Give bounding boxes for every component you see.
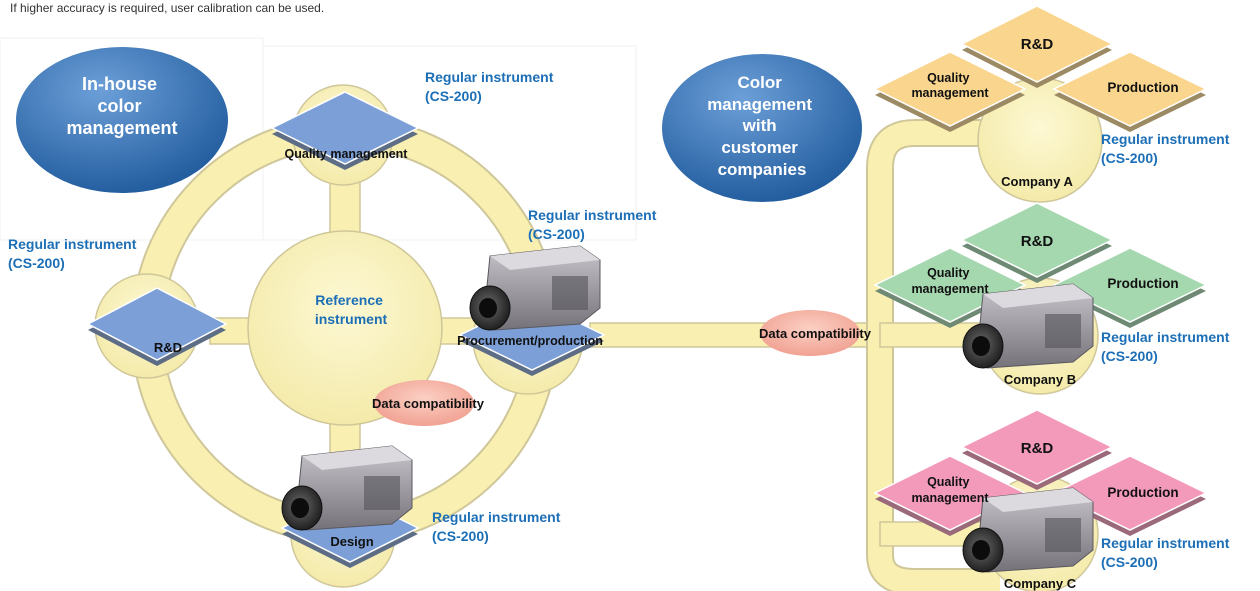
- calibration-note: If higher accuracy is required, user cal…: [10, 1, 325, 15]
- company-c-production-label: Production: [1107, 485, 1178, 500]
- tile-label-quality: Quality management: [285, 147, 409, 161]
- company-b-name: Company B: [1004, 372, 1076, 387]
- reference-label-line: instrument: [315, 311, 388, 327]
- company-b-tiles: [873, 202, 1208, 328]
- company-b-production-label: Production: [1107, 276, 1178, 291]
- camera-icon: [962, 487, 1094, 573]
- instrument-label-line: Regular instrument: [8, 236, 137, 252]
- customers-title-line: customer: [721, 138, 798, 157]
- reference-label-line: Reference: [315, 292, 383, 308]
- instrument-label-procurement: Regular instrument (CS-200): [528, 207, 660, 242]
- customers-title-bubble: [662, 54, 862, 202]
- company-b-instrument: Regular instrument (CS-200): [1101, 329, 1233, 364]
- instrument-label-line: (CS-200): [528, 226, 585, 242]
- company-b-quality-label: Quality management: [911, 266, 989, 296]
- company-a-quality-line: management: [911, 86, 989, 100]
- company-b-rnd-label: R&D: [1021, 233, 1054, 250]
- instrument-label-line: Regular instrument: [1101, 131, 1230, 147]
- instrument-label-line: Regular instrument: [1101, 329, 1230, 345]
- company-a-quality-line: Quality: [927, 71, 969, 85]
- company-a-rnd-label: R&D: [1021, 36, 1054, 53]
- instrument-label-line: Regular instrument: [432, 509, 561, 525]
- tile-quality-management: Quality management: [270, 91, 420, 170]
- data-compat-label-customers: Data compatibility: [759, 326, 872, 341]
- tile-rnd: R&D: [86, 287, 228, 366]
- instrument-label-quality: Regular instrument (CS-200): [425, 69, 557, 104]
- camera-icon: [281, 445, 413, 531]
- instrument-label-line: (CS-200): [8, 255, 65, 271]
- instrument-label-line: (CS-200): [432, 528, 489, 544]
- company-a-quality-label: Quality management: [911, 71, 989, 100]
- company-c-name: Company C: [1004, 576, 1077, 591]
- company-a-tiles: [873, 5, 1208, 132]
- company-c-instrument: Regular instrument (CS-200): [1101, 535, 1233, 570]
- customers-title-line: management: [707, 95, 812, 114]
- instrument-label-line: (CS-200): [1101, 554, 1158, 570]
- company-c-quality-label: Quality management: [911, 475, 989, 505]
- inhouse-title-line: management: [66, 118, 177, 138]
- tile-label-procurement: Procurement/production: [457, 334, 603, 348]
- customer-bus-inner: [868, 121, 1000, 591]
- camera-icon: [962, 283, 1094, 369]
- instrument-label-line: Regular instrument: [528, 207, 657, 223]
- instrument-label-design: Regular instrument (CS-200): [432, 509, 564, 544]
- company-c-tiles: [873, 409, 1208, 536]
- company-a-instrument: Regular instrument (CS-200): [1101, 131, 1233, 166]
- company-c-rnd-label: R&D: [1021, 440, 1054, 457]
- customers-title-line: with: [742, 116, 777, 135]
- instrument-label-line: (CS-200): [425, 88, 482, 104]
- camera-icon: [469, 245, 601, 331]
- tile-label-rnd: R&D: [154, 340, 182, 355]
- company-a-production-label: Production: [1107, 80, 1178, 95]
- inhouse-title-line: color: [97, 96, 141, 116]
- customers-title-line: companies: [718, 160, 807, 179]
- customers-title-line: Color: [737, 73, 782, 92]
- company-b-quality-line: Quality: [927, 266, 969, 280]
- data-compat-pill-inhouse: [374, 380, 474, 426]
- inhouse-title-line: In-house: [82, 74, 157, 94]
- data-compat-pill-customers: [760, 310, 860, 356]
- company-c-quality-line: management: [911, 491, 989, 505]
- company-a-name: Company A: [1001, 174, 1073, 189]
- reference-circle: [247, 230, 443, 426]
- instrument-label-line: (CS-200): [1101, 348, 1158, 364]
- instrument-label-line: Regular instrument: [1101, 535, 1230, 551]
- inhouse-title-bubble: [16, 47, 228, 193]
- data-compat-label-inhouse: Data compatibility: [372, 396, 485, 411]
- instrument-label-line: (CS-200): [1101, 150, 1158, 166]
- customers-title: Color management with customer companies: [707, 73, 817, 179]
- reference-label: Reference instrument: [315, 292, 388, 327]
- company-c-quality-line: Quality: [927, 475, 969, 489]
- instrument-label-line: Regular instrument: [425, 69, 554, 85]
- instrument-label-rnd: Regular instrument (CS-200): [8, 236, 140, 271]
- tile-label-design: Design: [330, 534, 373, 549]
- inhouse-title: In-house color management: [66, 74, 177, 138]
- company-b-quality-line: management: [911, 282, 989, 296]
